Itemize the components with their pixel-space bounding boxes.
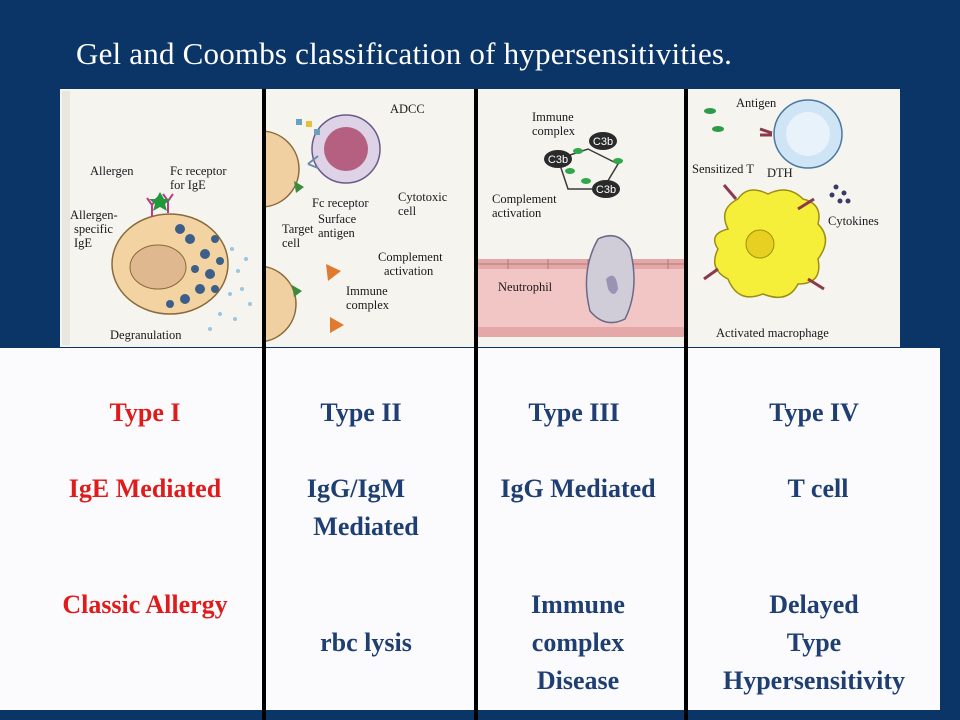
type3-illustration: C3b C3b C3b Immune complex Complement ac…: [478, 89, 684, 347]
example-text: Delayed Type Hypersensitivity: [723, 590, 905, 695]
column-divider: [474, 89, 478, 720]
example-text: rbc lysis: [320, 628, 412, 657]
svg-text:complex: complex: [346, 298, 390, 312]
svg-text:Antigen: Antigen: [736, 96, 777, 110]
svg-text:Complement: Complement: [378, 250, 443, 264]
svg-text:DTH: DTH: [767, 166, 793, 180]
svg-text:C3b: C3b: [548, 154, 568, 166]
svg-text:Allergen: Allergen: [90, 164, 134, 178]
svg-text:Immune: Immune: [532, 110, 574, 124]
type2-illustration: ADCC Fc receptor Cytotoxic cell Surface …: [266, 89, 474, 347]
svg-text:Fc receptor: Fc receptor: [170, 164, 227, 178]
svg-text:complex: complex: [532, 124, 576, 138]
svg-text:cell: cell: [282, 236, 301, 250]
mast-cell: [111, 213, 252, 331]
slide-title: Gel and Coombs classification of hyperse…: [76, 36, 733, 71]
example-text: Classic Allergy: [62, 590, 228, 619]
svg-text:C3b: C3b: [596, 184, 616, 196]
svg-text:activation: activation: [492, 206, 542, 220]
svg-text:Immune: Immune: [346, 284, 388, 298]
svg-text:IgE: IgE: [74, 236, 92, 250]
example-text: Immune complex Disease: [531, 590, 625, 695]
svg-text:Degranulation: Degranulation: [110, 328, 182, 342]
type4-illustration: Antigen Sensitized T DTH Cytokines Activ…: [688, 89, 900, 347]
svg-text:antigen: antigen: [318, 226, 356, 240]
svg-text:Surface: Surface: [318, 212, 357, 226]
type-heading: Type III: [528, 398, 620, 427]
type-heading: Type IV: [769, 398, 859, 427]
svg-text:for IgE: for IgE: [170, 178, 206, 192]
svg-text:cell: cell: [398, 204, 417, 218]
svg-text:ADCC: ADCC: [390, 102, 425, 116]
svg-text:Cytokines: Cytokines: [828, 214, 879, 228]
column-divider: [684, 89, 688, 720]
mediator-text: T cell: [787, 474, 849, 503]
svg-text:Target: Target: [282, 222, 314, 236]
mediator-text: IgG/IgM Mediated: [306, 474, 419, 541]
svg-text:activation: activation: [384, 264, 434, 278]
svg-text:Fc receptor: Fc receptor: [312, 196, 369, 210]
mediator-text: IgE Mediated: [68, 474, 222, 503]
svg-text:Complement: Complement: [492, 192, 557, 206]
type-heading: Type I: [109, 398, 181, 427]
svg-text:specific: specific: [74, 222, 113, 236]
svg-text:Allergen-: Allergen-: [70, 208, 118, 222]
svg-text:C3b: C3b: [593, 136, 613, 148]
type1-illustration: Allergen Fc receptor for IgE Allergen- s…: [60, 89, 262, 347]
classification-table: Type I IgE Mediated Classic Allergy Type…: [0, 348, 940, 710]
svg-text:Activated macrophage: Activated macrophage: [716, 326, 829, 340]
svg-text:Cytotoxic: Cytotoxic: [398, 190, 448, 204]
type-heading: Type II: [320, 398, 402, 427]
svg-text:Sensitized T: Sensitized T: [692, 162, 754, 176]
mediator-text: IgG Mediated: [500, 474, 656, 503]
svg-text:Neutrophil: Neutrophil: [498, 280, 553, 294]
column-divider: [262, 89, 266, 720]
